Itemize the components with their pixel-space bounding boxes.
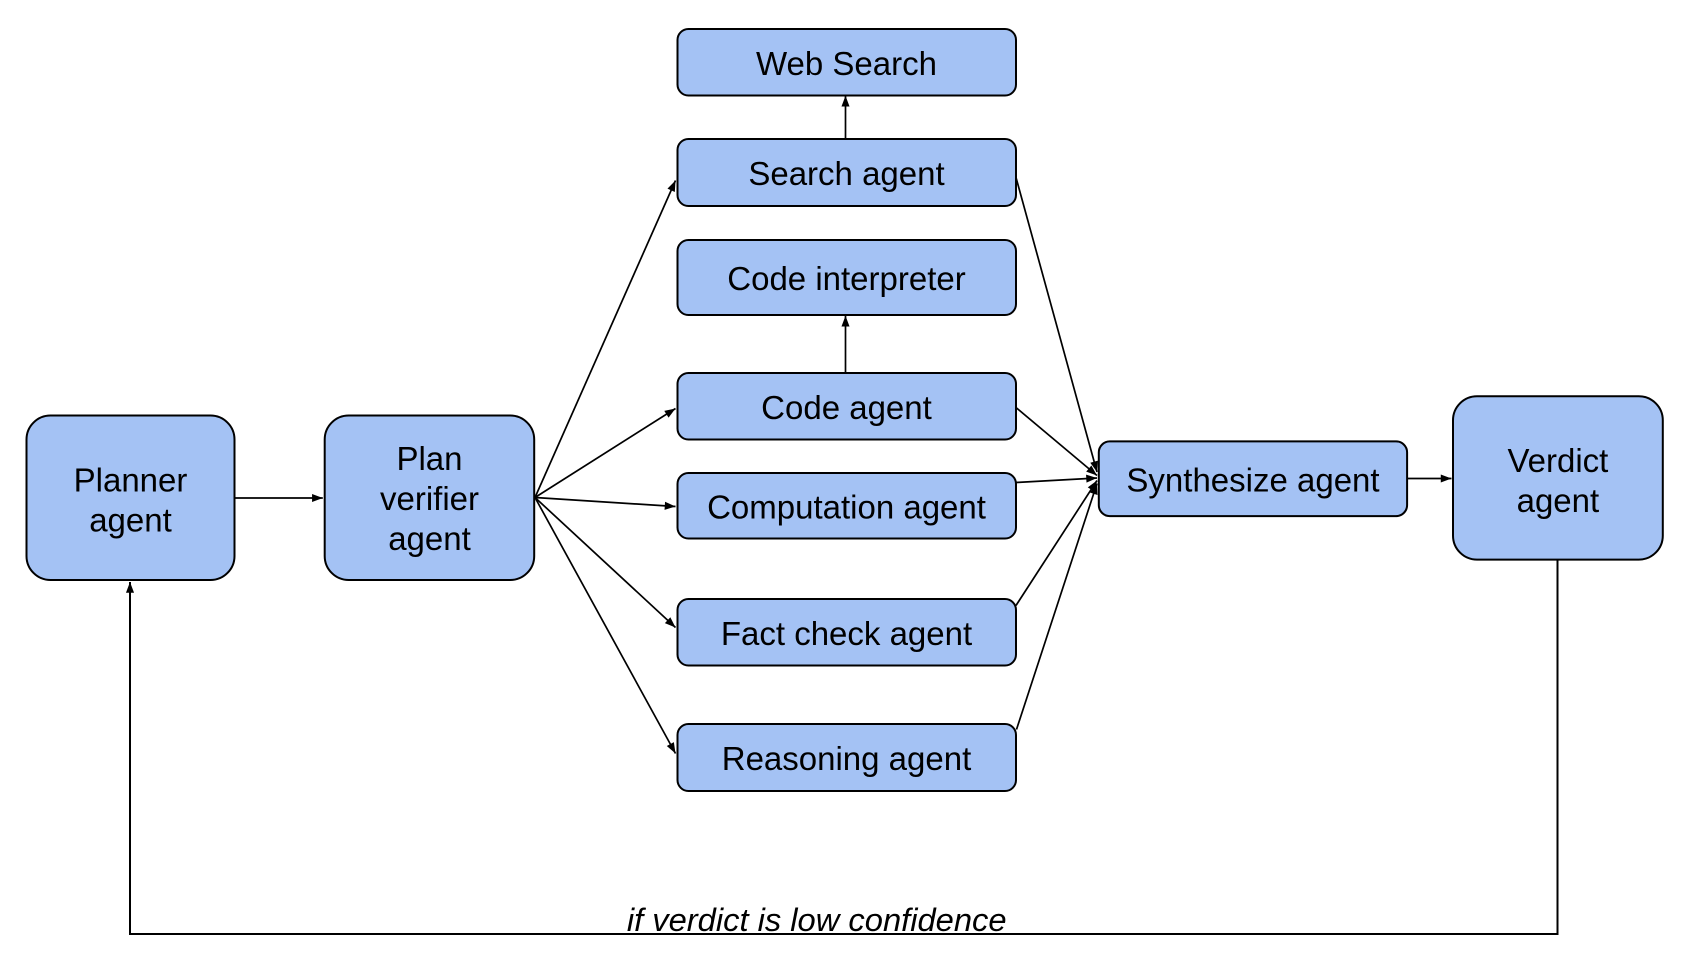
svg-text:Plan: Plan [396,440,462,477]
svg-text:Planner: Planner [74,462,188,499]
svg-text:Verdict: Verdict [1507,442,1608,479]
svg-text:verifier: verifier [380,480,479,517]
svg-text:Web Search: Web Search [756,45,937,82]
svg-text:Search agent: Search agent [748,155,944,192]
svg-text:Reasoning agent: Reasoning agent [722,740,972,777]
svg-text:Code interpreter: Code interpreter [727,260,965,297]
svg-text:agent: agent [1517,482,1600,519]
svg-text:Fact check agent: Fact check agent [721,615,972,652]
svg-text:Synthesize agent: Synthesize agent [1126,462,1379,499]
svg-text:Computation agent: Computation agent [707,488,986,525]
svg-text:Code agent: Code agent [761,389,932,426]
svg-text:agent: agent [388,520,471,557]
svg-text:agent: agent [89,502,172,539]
svg-text:if verdict is low confidence: if verdict is low confidence [627,901,1007,938]
